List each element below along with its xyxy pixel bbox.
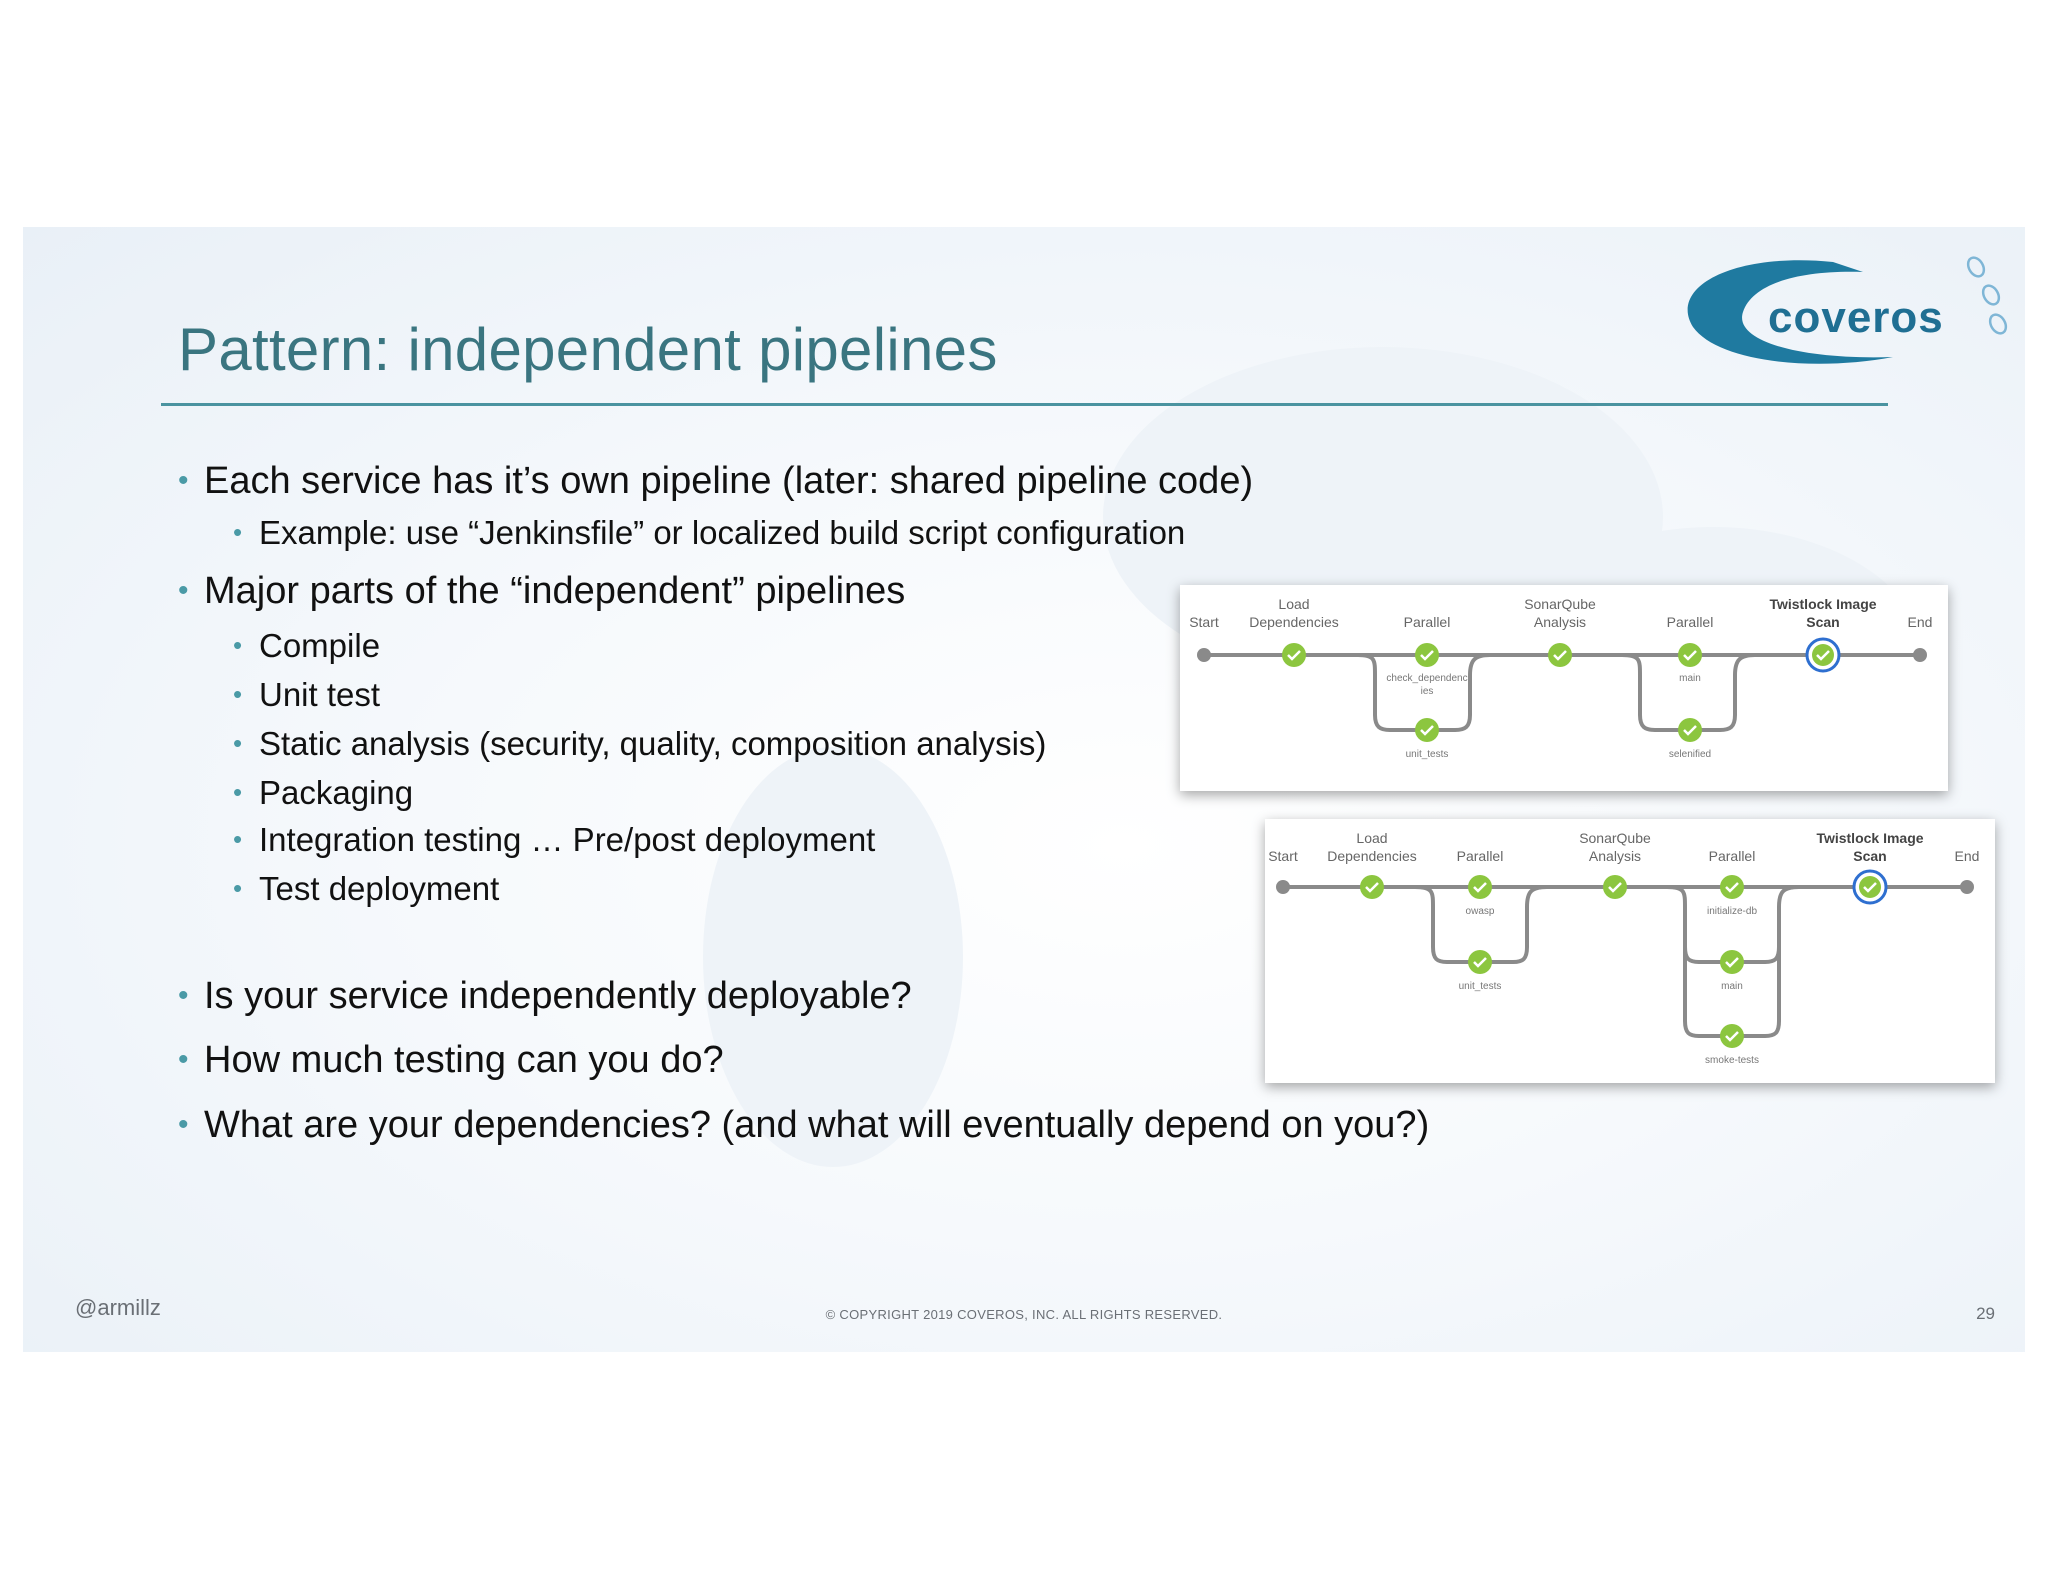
bullet-subitem: •Compile xyxy=(233,627,381,664)
stage-label: Scan xyxy=(1806,614,1839,630)
bullet-dot-icon: • xyxy=(178,1108,189,1141)
title-underline xyxy=(161,403,1888,406)
bullet-dot-icon: • xyxy=(178,1043,189,1076)
success-check-icon xyxy=(1720,875,1744,899)
bullet-subitem: •Packaging xyxy=(233,774,414,811)
bullet-subitem: •Test deployment xyxy=(233,870,500,907)
success-check-icon xyxy=(1468,875,1492,899)
stage-label: Load xyxy=(1278,596,1309,612)
branch-label: check_dependenc xyxy=(1386,673,1467,684)
bullet-dot-icon: • xyxy=(233,679,243,709)
bullet-dot-icon: • xyxy=(178,464,189,497)
bullet-dot-icon: • xyxy=(178,979,189,1012)
success-check-icon xyxy=(1603,875,1627,899)
bullet-dot-icon: • xyxy=(233,728,243,758)
bullet-item: •How much testing can you do? xyxy=(178,1039,724,1081)
pipeline-start-node xyxy=(1197,648,1211,662)
stage-label: SonarQube xyxy=(1524,596,1596,612)
branch-label: smoke-tests xyxy=(1705,1055,1759,1066)
stage-label: Dependencies xyxy=(1327,848,1417,864)
coveros-logo: coveros xyxy=(1687,256,2008,364)
success-check-icon xyxy=(1720,1024,1744,1048)
bullet-subitem: •Integration testing … Pre/post deployme… xyxy=(233,821,876,858)
bullet-item: •Major parts of the “independent” pipeli… xyxy=(178,570,906,612)
pipeline-end-node xyxy=(1913,648,1927,662)
slide: coveros Pattern: independent pipelines •… xyxy=(23,227,2025,1352)
selected-success-check-icon xyxy=(1852,869,1888,905)
branch-label: initialize-db xyxy=(1707,906,1757,917)
logo-text: coveros xyxy=(1768,293,1944,342)
stage-label: Parallel xyxy=(1404,614,1451,630)
bullet-dot-icon: • xyxy=(178,574,189,607)
stage-label: Analysis xyxy=(1534,614,1586,630)
branch-label: main xyxy=(1679,673,1701,684)
bullet-dot-icon: • xyxy=(233,517,243,547)
pipeline-end-label: End xyxy=(1955,848,1980,864)
success-check-icon xyxy=(1468,950,1492,974)
bullet-dot-icon: • xyxy=(233,873,243,903)
bullet-subitem: •Unit test xyxy=(233,676,381,713)
bullet-item: •What are your dependencies? (and what w… xyxy=(178,1104,1430,1146)
slide-title: Pattern: independent pipelines xyxy=(178,316,998,383)
success-check-icon xyxy=(1678,718,1702,742)
stage-label: Parallel xyxy=(1457,848,1504,864)
bullet-item: •Each service has it’s own pipeline (lat… xyxy=(178,460,1254,502)
stage-label: Scan xyxy=(1853,848,1886,864)
success-check-icon xyxy=(1415,643,1439,667)
selected-success-check-icon xyxy=(1805,637,1841,673)
success-check-icon xyxy=(1678,643,1702,667)
bullet-dot-icon: • xyxy=(233,824,243,854)
branch-label: ies xyxy=(1421,686,1434,697)
pipeline-screenshot-2: Start End Load Dependencies Parallel Son… xyxy=(1265,819,1995,1083)
pipeline-screenshot-1: Start End Load Dependencies Parallel Son… xyxy=(1180,585,1948,791)
bullet-subitem: •Static analysis (security, quality, com… xyxy=(233,725,1047,762)
page-number: 29 xyxy=(1976,1304,1995,1323)
bullet-list: •Each service has it’s own pipeline (lat… xyxy=(23,227,2025,1352)
stage-label: Parallel xyxy=(1667,614,1714,630)
branch-label: owasp xyxy=(1466,906,1495,917)
success-check-icon xyxy=(1415,718,1439,742)
stage-label: Twistlock Image xyxy=(1816,830,1923,846)
stage-label: Dependencies xyxy=(1249,614,1339,630)
pipeline-start-label: Start xyxy=(1189,614,1219,630)
stage-label: Load xyxy=(1356,830,1387,846)
stage-label: Analysis xyxy=(1589,848,1641,864)
bullet-dot-icon: • xyxy=(233,777,243,807)
success-check-icon xyxy=(1360,875,1384,899)
pipeline-end-node xyxy=(1960,880,1974,894)
stage-label: Twistlock Image xyxy=(1769,596,1876,612)
footer-handle: @armillz xyxy=(75,1295,161,1320)
pipeline-start-label: Start xyxy=(1268,848,1298,864)
success-check-icon xyxy=(1720,950,1744,974)
stage-label: SonarQube xyxy=(1579,830,1651,846)
pipeline-diagram-2: Start End Load Dependencies Parallel Son… xyxy=(1268,830,1980,1066)
footer-copyright: © COPYRIGHT 2019 COVEROS, INC. ALL RIGHT… xyxy=(825,1307,1223,1322)
branch-label: unit_tests xyxy=(1406,749,1449,760)
bullet-item: •Is your service independently deployabl… xyxy=(178,975,912,1017)
success-check-icon xyxy=(1548,643,1572,667)
bullet-dot-icon: • xyxy=(233,630,243,660)
pipeline-end-label: End xyxy=(1908,614,1933,630)
branch-label: unit_tests xyxy=(1459,981,1502,992)
stage-label: Parallel xyxy=(1709,848,1756,864)
bullet-subitem: •Example: use “Jenkinsfile” or localized… xyxy=(233,514,1186,551)
branch-label: main xyxy=(1721,981,1743,992)
pipeline-start-node xyxy=(1276,880,1290,894)
success-check-icon xyxy=(1282,643,1306,667)
world-map-background xyxy=(703,747,963,1167)
branch-label: selenified xyxy=(1669,749,1711,760)
pipeline-diagram-1: Start End Load Dependencies Parallel Son… xyxy=(1189,596,1933,760)
